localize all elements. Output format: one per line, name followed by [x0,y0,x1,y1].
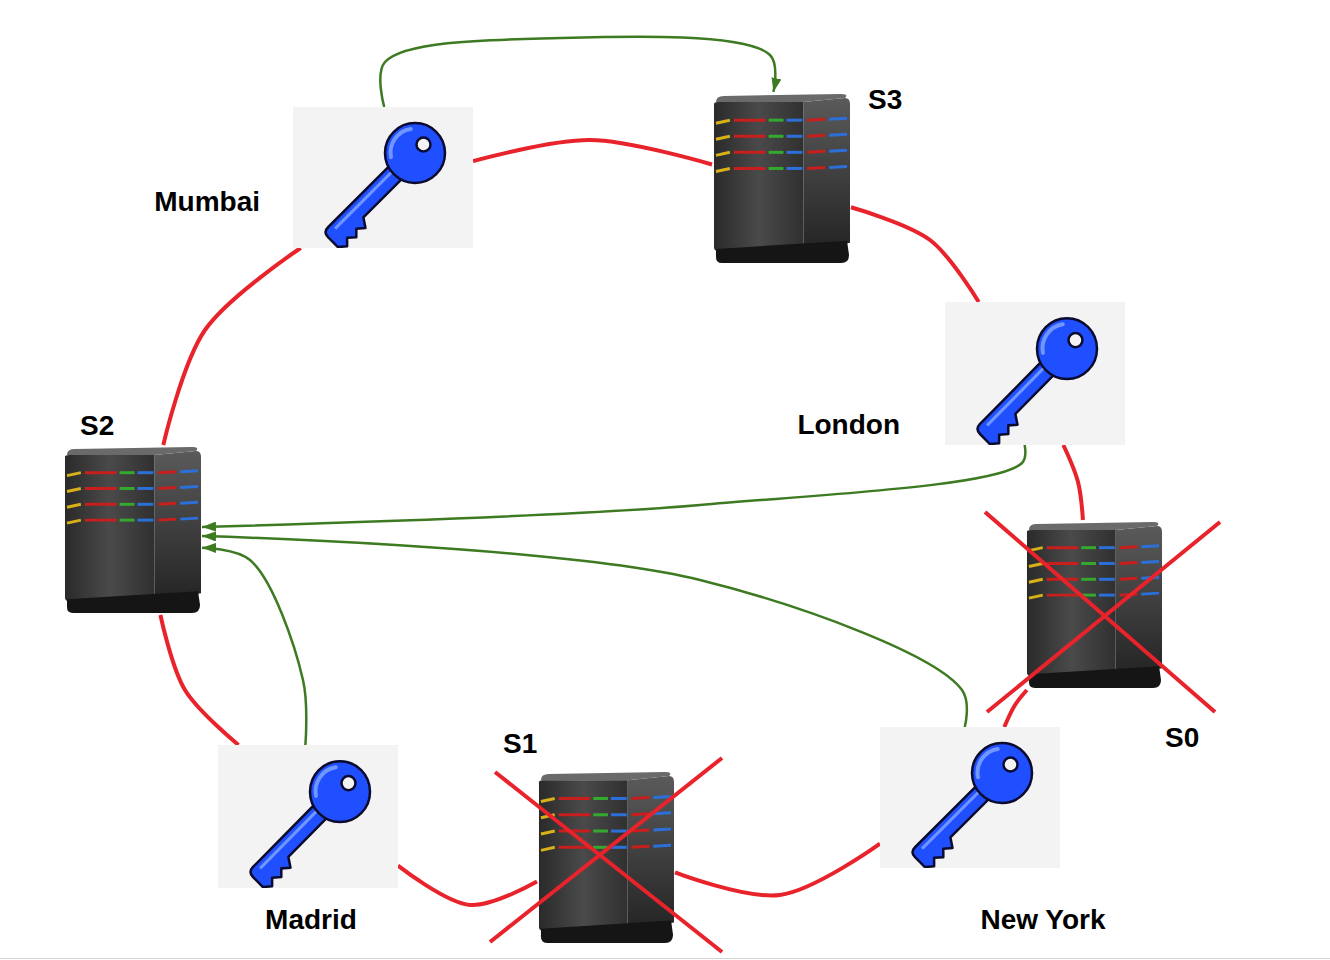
mapping-arrow [202,548,306,745]
server-node: S3 [712,92,851,265]
server-shape [712,92,851,265]
server-node: S1 [537,770,675,945]
server-label: S0 [1165,722,1199,754]
failure-cross [1025,520,1026,521]
key-label: Madrid [265,904,357,936]
key-label: London [797,409,900,441]
cross-stroke [490,758,722,942]
cross-stroke [987,522,1220,712]
cross-stroke [495,772,722,952]
key-node: New York [880,727,1060,868]
server-shape [63,445,202,615]
key-label: Mumbai [154,186,260,218]
server-node: S2 [63,445,202,615]
server-icon [65,447,201,613]
key-icon [960,306,1109,445]
key-icon [308,111,457,248]
ring-segment [473,140,712,165]
key-shape [945,302,1125,445]
server-icon [714,94,850,263]
server-label: S3 [868,84,902,116]
key-node: Madrid [218,745,398,888]
cross-stroke [985,512,1215,712]
server-icon [539,772,674,943]
key-label: New York [980,904,1105,936]
key-node: London [945,302,1125,445]
ring-segment [160,615,238,745]
failure-cross [537,770,538,771]
bottom-rule [0,958,1330,959]
ring-segment [675,844,880,896]
ring-segment [398,866,537,905]
server-node: S0 [1025,520,1163,690]
key-icon [895,731,1044,868]
key-icon [233,749,382,888]
mapping-arrow [380,37,775,107]
server-label: S2 [80,410,114,442]
key-shape [880,727,1060,868]
key-shape [218,745,398,888]
key-node: Mumbai [293,107,473,248]
server-label: S1 [503,728,537,760]
mapping-arrow [202,536,967,727]
mapping-arrow [202,445,1025,527]
ring-segment [851,207,979,302]
ring-segment [1063,445,1083,520]
ring-segment [163,248,300,445]
key-shape [293,107,473,248]
